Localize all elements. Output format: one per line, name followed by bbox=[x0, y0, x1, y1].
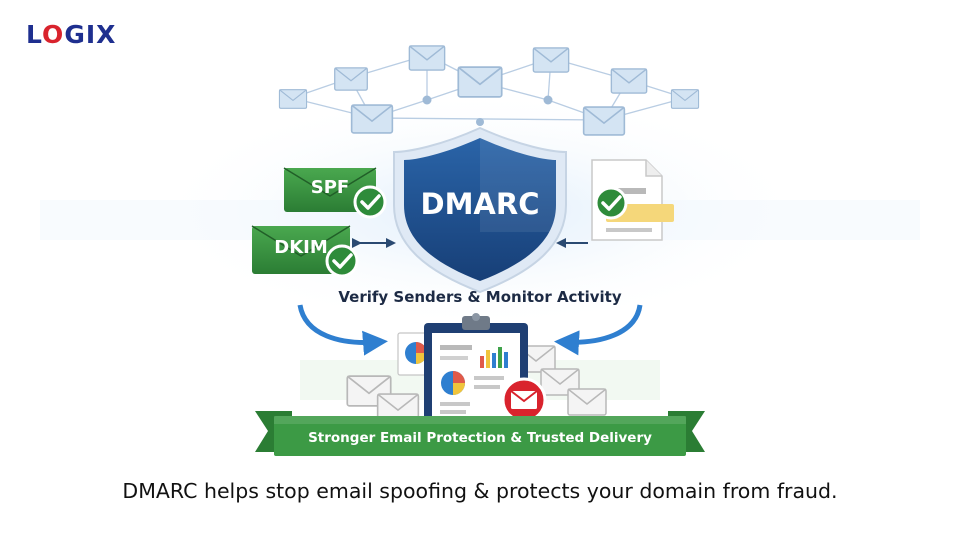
checkmark-icon bbox=[325, 244, 359, 278]
mail-badge-icon bbox=[501, 377, 547, 423]
shield-icon: DMARC bbox=[393, 126, 567, 294]
logo-letters-gix: GIX bbox=[64, 20, 117, 49]
envelope-icon bbox=[457, 66, 503, 98]
envelope-icon bbox=[278, 89, 308, 109]
envelope-icon bbox=[670, 89, 700, 109]
logix-logo: LOGIX bbox=[26, 20, 116, 49]
caption-text: DMARC helps stop email spoofing & protec… bbox=[122, 479, 838, 503]
dkim-envelope: DKIM bbox=[251, 225, 359, 278]
spf-label: SPF bbox=[311, 177, 349, 198]
ribbon-banner: Stronger Email Protection & Trusted Deli… bbox=[255, 411, 705, 456]
envelope-icon bbox=[567, 388, 607, 416]
left-curved-arrow bbox=[297, 304, 388, 356]
checkmark-icon bbox=[353, 185, 387, 219]
spf-envelope: SPF bbox=[283, 167, 387, 219]
envelope-icon bbox=[408, 45, 446, 71]
banner-text: Stronger Email Protection & Trusted Deli… bbox=[308, 430, 652, 446]
right-curved-arrow bbox=[554, 304, 643, 356]
envelope-icon bbox=[334, 67, 368, 91]
envelope-icon bbox=[610, 68, 648, 94]
checkmark-icon bbox=[594, 186, 628, 220]
envelope-icon bbox=[350, 104, 394, 134]
pie-chart-icon bbox=[441, 371, 465, 395]
logo-letter-o: O bbox=[42, 20, 65, 49]
logo-letter-l: L bbox=[26, 20, 43, 49]
bar-chart-icon bbox=[480, 347, 508, 368]
shield-label: DMARC bbox=[421, 187, 540, 221]
network-nodes bbox=[422, 95, 553, 126]
dkim-label: DKIM bbox=[274, 237, 328, 258]
verify-label: Verify Senders & Monitor Activity bbox=[338, 288, 622, 306]
envelope-icon bbox=[532, 47, 570, 73]
document-icon bbox=[591, 159, 674, 241]
envelope-icon bbox=[582, 106, 626, 136]
